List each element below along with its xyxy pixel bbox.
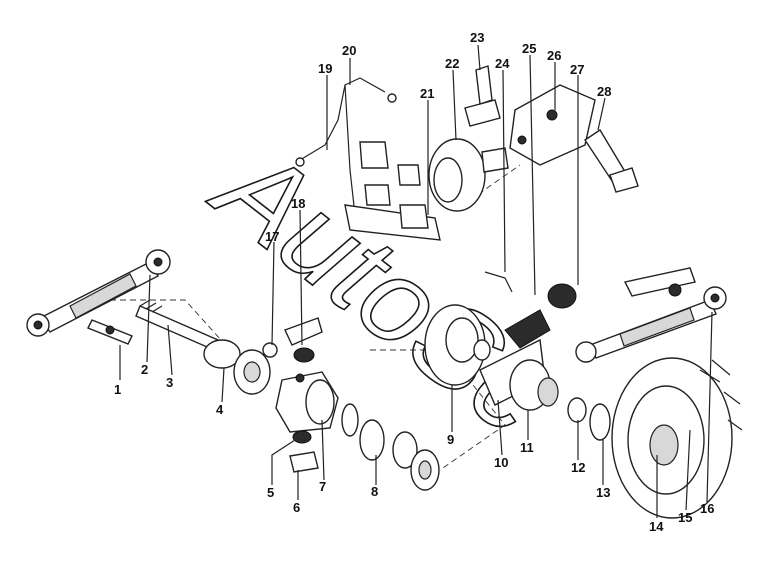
callout-26: 26 xyxy=(547,48,561,63)
steering-knuckle xyxy=(275,371,339,433)
master-cylinder xyxy=(344,141,441,241)
wheel-hub xyxy=(479,309,559,411)
callout-14: 14 xyxy=(649,519,664,534)
brake-pedal xyxy=(547,129,639,309)
brake-booster xyxy=(428,138,509,212)
callout-17: 17 xyxy=(265,229,279,244)
callout-10: 10 xyxy=(494,455,508,470)
wheel-and-tyre xyxy=(611,357,743,519)
pedal-linkage xyxy=(464,65,513,293)
callout-28: 28 xyxy=(597,84,611,99)
outer-bearing xyxy=(567,397,611,441)
shift-lever xyxy=(623,267,696,297)
rear-propeller-shaft xyxy=(575,286,727,363)
assembly-guide-line xyxy=(370,349,506,471)
callout-4: 4 xyxy=(216,402,224,417)
assembly-guide-line xyxy=(100,299,231,351)
hub-bearing-set xyxy=(341,403,440,491)
leader-lines xyxy=(119,44,713,518)
callout-2: 2 xyxy=(141,362,148,377)
ball-joint xyxy=(289,430,319,473)
callout-12: 12 xyxy=(571,460,585,475)
callout-20: 20 xyxy=(342,43,356,58)
bolt-and-nut xyxy=(87,319,133,345)
callout-13: 13 xyxy=(596,485,610,500)
callout-8: 8 xyxy=(371,484,378,499)
callout-21: 21 xyxy=(420,86,434,101)
callout-16: 16 xyxy=(700,501,714,516)
knuckle-arm xyxy=(262,317,323,363)
callout-22: 22 xyxy=(445,56,459,71)
front-propeller-shaft xyxy=(26,249,171,337)
callout-15: 15 xyxy=(678,510,692,525)
callout-11: 11 xyxy=(520,440,534,455)
brake-disc-shield xyxy=(424,304,491,386)
pedal-bracket xyxy=(509,84,596,166)
callout-6: 6 xyxy=(293,500,300,515)
callout-labels: 1 2 3 4 5 6 7 8 9 10 11 12 13 14 15 16 1… xyxy=(114,30,714,534)
callout-27: 27 xyxy=(570,62,584,77)
callout-23: 23 xyxy=(470,30,484,45)
callout-1: 1 xyxy=(114,382,121,397)
callout-19: 19 xyxy=(318,61,332,76)
callout-9: 9 xyxy=(447,432,454,447)
callout-25: 25 xyxy=(522,41,536,56)
callout-3: 3 xyxy=(166,375,173,390)
callout-7: 7 xyxy=(319,479,326,494)
watermark-text: AutoSc xyxy=(189,118,575,460)
callout-18: 18 xyxy=(291,196,305,211)
brake-hose xyxy=(295,77,397,216)
callout-5: 5 xyxy=(267,485,274,500)
callout-24: 24 xyxy=(495,56,510,71)
drive-flange xyxy=(203,339,271,395)
